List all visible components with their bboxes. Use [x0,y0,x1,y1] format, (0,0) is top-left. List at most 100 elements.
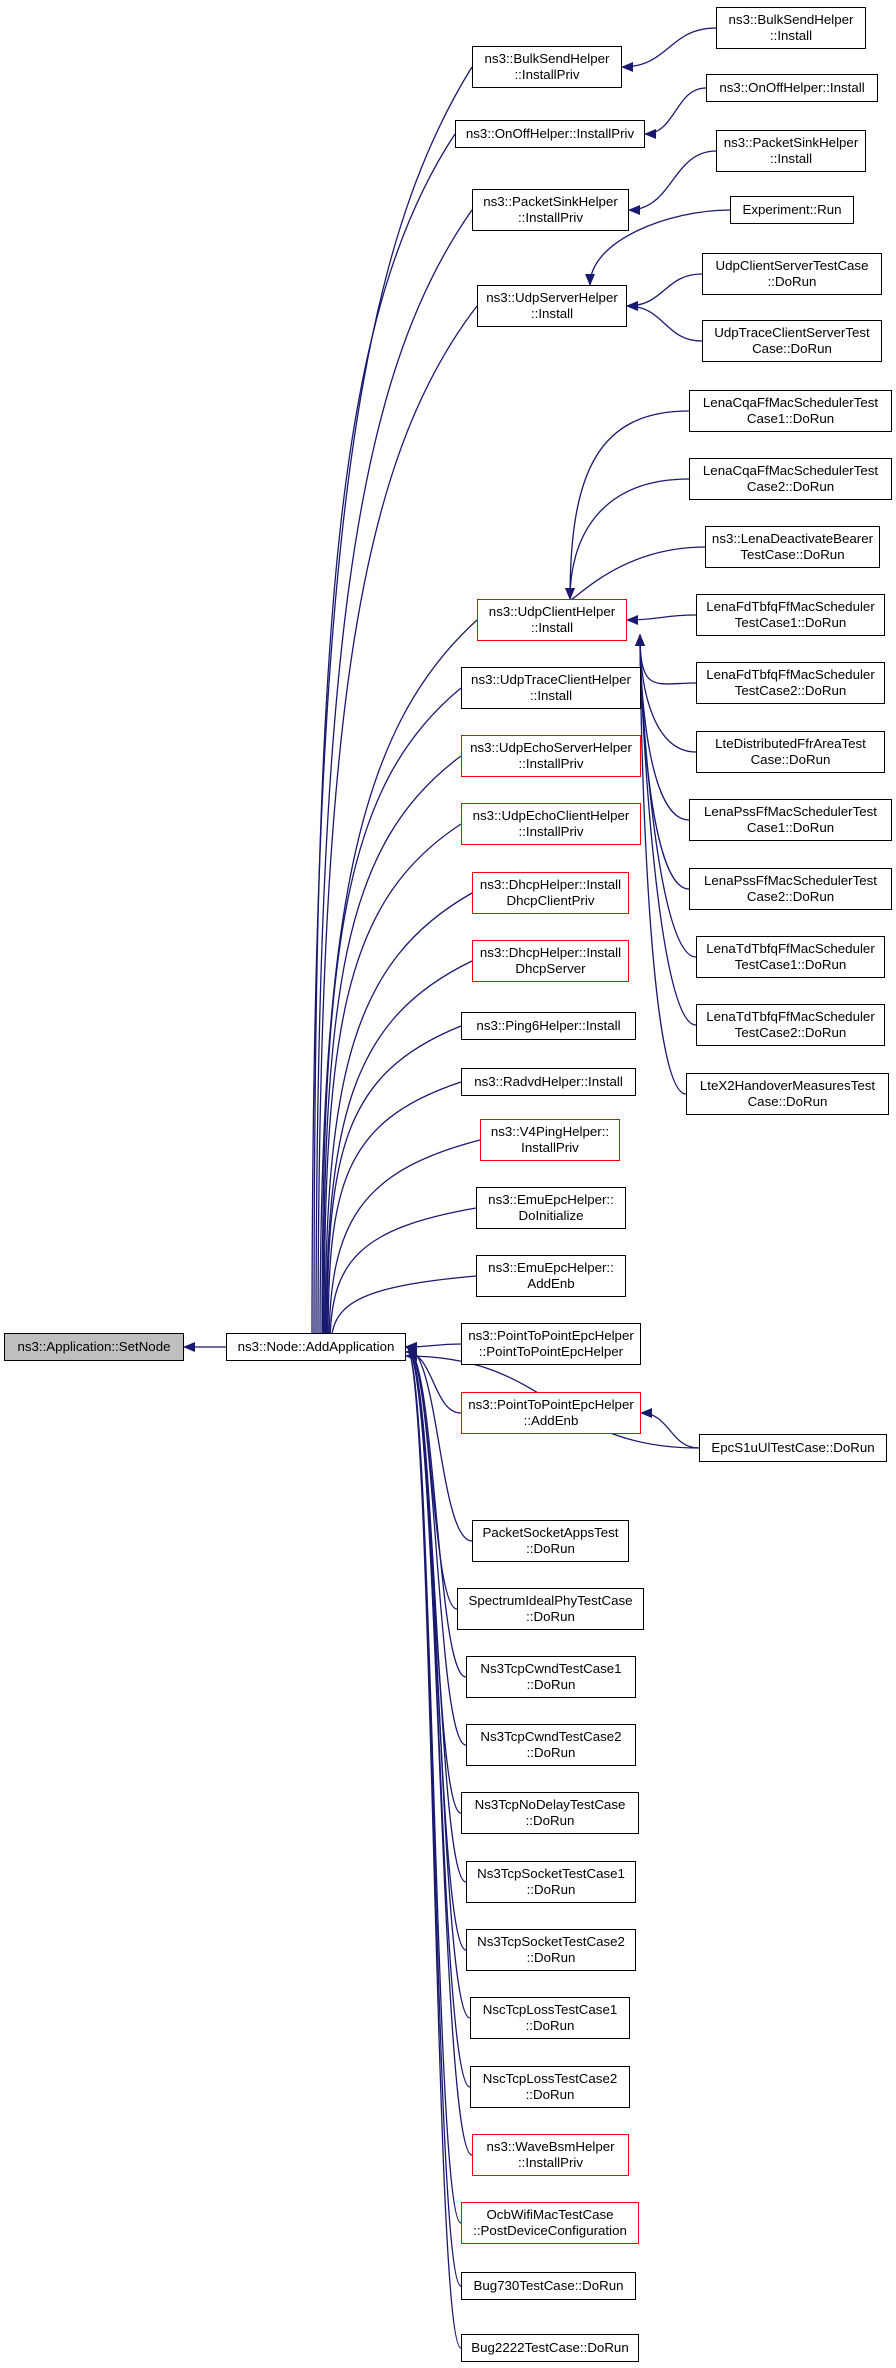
edge-x2ho-to-udpclient [635,634,687,1095]
node-label: LenaFdTbfqFfMacScheduler [706,599,875,614]
node-onoffinstall[interactable]: ns3::OnOffHelper::Install [706,74,878,102]
node-udpclient[interactable]: ns3::UdpClientHelper::Install [477,599,627,641]
node-label: ns3::UdpEchoClientHelper [472,808,630,823]
node-radvd[interactable]: ns3::RadvdHelper::Install [461,1068,636,1096]
node-udpserver[interactable]: ns3::UdpServerHelper::Install [477,285,627,327]
node-label: ns3::RadvdHelper::Install [474,1074,623,1089]
node-p2pepcenb[interactable]: ns3::PointToPointEpcHelper::AddEnb [461,1392,641,1434]
node-label: TestCase2::DoRun [734,683,847,698]
node-nodelay[interactable]: Ns3TcpNoDelayTestCase::DoRun [461,1792,639,1834]
node-label: UdpTraceClientServerTest [714,325,870,340]
node-label: Case::DoRun [750,752,831,767]
node-sinkpriv[interactable]: ns3::PacketSinkHelper::InstallPriv [472,189,629,231]
node-ocb[interactable]: OcbWifiMacTestCase::PostDeviceConfigurat… [461,2202,639,2244]
edge-sinkpriv-to-addapp [311,209,473,1348]
edge-bug2222-to-addapp [405,1342,462,2349]
edge-nsc1-to-addapp [405,1342,471,2019]
edge-bulkinstall-to-bulkpriv [621,27,717,72]
node-bulkpriv[interactable]: ns3::BulkSendHelper::InstallPriv [472,46,622,88]
node-label: ::Install [530,306,574,321]
node-label: Experiment::Run [742,202,842,217]
node-label: Case1::DoRun [746,411,835,426]
node-cwnd2[interactable]: Ns3TcpCwndTestCase2::DoRun [466,1724,636,1766]
node-sinkinstall[interactable]: ns3::PacketSinkHelper::Install [716,130,866,172]
node-wavebsm[interactable]: ns3::WaveBsmHelper::InstallPriv [472,2134,629,2176]
node-label: ns3::WaveBsmHelper [486,2139,615,2154]
node-spectrum[interactable]: SpectrumIdealPhyTestCase::DoRun [457,1588,644,1630]
edge-echoserver-to-addapp [318,755,462,1348]
node-onoffpriv[interactable]: ns3::OnOffHelper::InstallPriv [455,120,645,148]
node-nsc1[interactable]: NscTcpLossTestCase1::DoRun [470,1997,630,2039]
node-label: ns3::DhcpHelper::Install [479,945,622,960]
node-sock1[interactable]: Ns3TcpSocketTestCase1::DoRun [466,1861,636,1903]
node-label: DhcpServer [515,961,586,976]
node-v4ping[interactable]: ns3::V4PingHelper::InstallPriv [480,1119,620,1161]
node-label: ::InstallPriv [517,210,584,225]
node-epcs1u[interactable]: EpcS1uUlTestCase::DoRun [699,1434,887,1462]
node-label: ::DoRun [526,1745,576,1760]
node-label: ::Install [529,688,573,703]
node-label: ::InstallPriv [517,2155,584,2170]
edge-udpclient-to-addapp [315,619,478,1348]
edge-onoffpriv-to-addapp [309,133,456,1348]
edge-udptraceclient-to-addapp [317,687,462,1348]
node-label: Ns3TcpSocketTestCase2 [477,1934,625,1949]
node-echoserver[interactable]: ns3::UdpEchoServerHelper::InstallPriv [461,735,641,777]
node-label: LenaTdTbfqFfMacScheduler [706,1009,875,1024]
node-label: ns3::Ping6Helper::Install [476,1018,621,1033]
node-label: ns3::PacketSinkHelper [723,135,859,150]
node-bulkinstall[interactable]: ns3::BulkSendHelper::Install [716,7,866,49]
node-label: ::InstallPriv [518,756,584,771]
node-bug730[interactable]: Bug730TestCase::DoRun [461,2272,636,2300]
node-echoclient[interactable]: ns3::UdpEchoClientHelper::InstallPriv [461,803,641,845]
node-label: LenaTdTbfqFfMacScheduler [706,941,875,956]
node-nsc2[interactable]: NscTcpLossTestCase2::DoRun [470,2066,630,2108]
node-label: Case::DoRun [752,341,832,356]
node-label: ns3::PointToPointEpcHelper [468,1328,634,1343]
edge-onoffinstall-to-onoffpriv [644,87,707,139]
node-ping6[interactable]: ns3::Ping6Helper::Install [461,1012,636,1040]
node-label: ::PointToPointEpcHelper [478,1344,624,1359]
node-p2pepc[interactable]: ns3::PointToPointEpcHelper::PointToPoint… [461,1323,641,1365]
node-label: ns3::EmuEpcHelper:: [488,1260,614,1275]
node-label: ::Install [769,28,813,43]
edge-echoclient-to-addapp [319,823,462,1348]
node-label: PacketSocketAppsTest [482,1525,619,1540]
node-cwnd1[interactable]: Ns3TcpCwndTestCase1::DoRun [466,1656,636,1698]
node-packetsocket[interactable]: PacketSocketAppsTest::DoRun [472,1520,629,1562]
node-bug2222[interactable]: Bug2222TestCase::DoRun [461,2334,639,2362]
node-exprun[interactable]: Experiment::Run [730,196,854,224]
node-sock2[interactable]: Ns3TcpSocketTestCase2::DoRun [466,1929,636,1971]
node-udpcs[interactable]: UdpClientServerTestCase::DoRun [702,253,882,295]
node-label: ns3::Application::SetNode [17,1339,171,1354]
node-addapp[interactable]: ns3::Node::AddApplication [226,1333,406,1361]
node-label: ns3::V4PingHelper:: [490,1124,610,1139]
node-emuinit[interactable]: ns3::EmuEpcHelper::DoInitialize [476,1187,626,1229]
node-emuenb[interactable]: ns3::EmuEpcHelper::AddEnb [476,1255,626,1297]
edge-cqa1-to-udpclient [565,410,690,600]
edge-udpcs-to-udpserver [626,273,703,311]
edge-ping6-to-addapp [322,1025,462,1348]
edge-cwnd2-to-addapp [405,1342,467,1746]
node-udptraceclient[interactable]: ns3::UdpTraceClientHelper::Install [461,667,641,709]
node-label: SpectrumIdealPhyTestCase [468,1593,633,1608]
node-label: ns3::EmuEpcHelper:: [488,1192,614,1207]
node-label: TestCase2::DoRun [734,1025,847,1040]
node-label: ::DoRun [526,1882,576,1897]
node-label: Case1::DoRun [746,820,835,835]
node-label: ns3::BulkSendHelper [484,51,610,66]
